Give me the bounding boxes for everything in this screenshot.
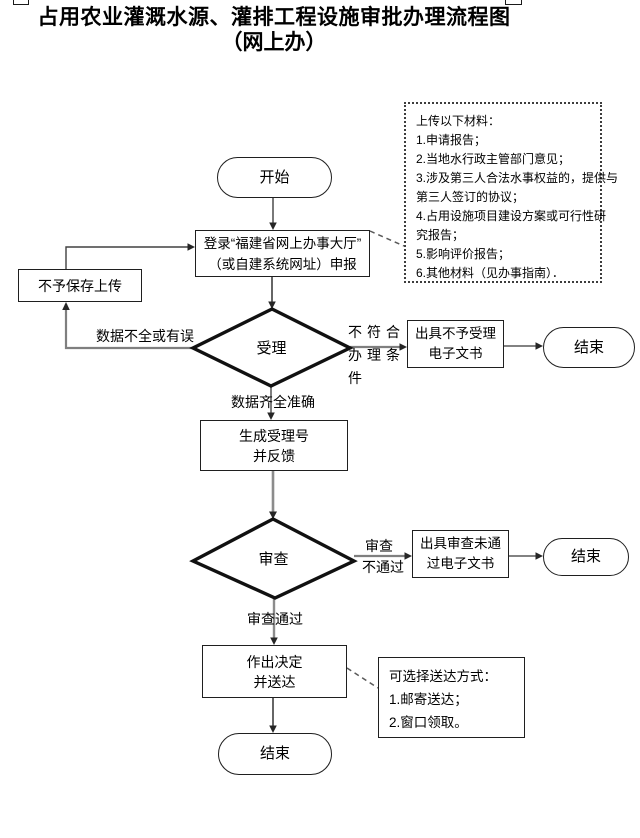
- upload-note-line: 上传以下材料：: [416, 114, 501, 128]
- review-reject-line2: 过电子文书: [426, 556, 495, 571]
- delivery-note-line: 1.邮寄送达；: [389, 692, 468, 707]
- edge-label-data-complete: 数据齐全准确: [231, 394, 315, 410]
- edge-login-uploadnote-dashed: [369, 230, 405, 247]
- review-diamond: [189, 517, 358, 600]
- decision-line2: 并送达: [253, 673, 296, 690]
- upload-note-line: 2.当地水行政主管部门意见；: [416, 152, 571, 166]
- login-declare-node: 登录“福建省网上办事大厅” （或自建系统网址）申报: [195, 230, 370, 277]
- arrowhead: [62, 302, 70, 310]
- upload-materials-note: 上传以下材料： 1.申请报告； 2.当地水行政主管部门意见； 3.涉及第三人合法…: [404, 102, 619, 283]
- end-node-3: 结束: [218, 733, 332, 775]
- upload-note-line: 5.影响评价报告；: [416, 247, 511, 261]
- review-reject-document-node: 出具审查未通 过电子文书: [412, 530, 509, 578]
- edge-decision-deliverynote-dashed: [346, 667, 379, 689]
- no-save-upload-node: 不予保存上传: [18, 269, 142, 302]
- arrowhead: [399, 343, 407, 351]
- not-qualified-line1: 不符合: [348, 324, 405, 340]
- accept-diamond: [189, 307, 354, 388]
- edge-label-review-fail-line1: 审查: [365, 538, 393, 554]
- arrowhead: [267, 412, 275, 420]
- start-node: 开始: [217, 157, 332, 198]
- page-title-line2: （网上办）: [221, 31, 327, 54]
- end-node-1: 结束: [543, 327, 635, 368]
- no-save-label: 不予保存上传: [38, 277, 122, 294]
- arrowhead: [269, 511, 277, 519]
- upload-note-line: 4.占用设施项目建设方案或可行性研: [416, 209, 607, 223]
- reject-document-node: 出具不予受理 电子文书: [407, 320, 504, 368]
- upload-note-line: 第三人签订的协议；: [416, 190, 525, 204]
- arrowhead: [270, 637, 278, 645]
- edge-nosave-login: [65, 246, 189, 269]
- delivery-options-note: 可选择送达方式： 1.邮寄送达； 2.窗口领取。: [378, 657, 525, 738]
- not-qualified-line3: 件: [348, 370, 367, 386]
- reject-doc-line1: 出具不予受理: [415, 326, 496, 341]
- upload-note-line: 究报告；: [416, 228, 465, 242]
- login-line1: 登录“福建省网上办事大厅”: [203, 235, 362, 251]
- page-title-line1: 占用农业灌溉水源、灌排工程设施审批办理流程图: [37, 6, 511, 29]
- arrowhead: [535, 552, 543, 560]
- arrowhead: [535, 342, 543, 350]
- decision-deliver-node: 作出决定 并送达: [202, 645, 347, 698]
- edge-label-data-incomplete: 数据不全或有误: [96, 328, 194, 344]
- upload-note-line: 3.涉及第三人合法水事权益的，提供与: [416, 171, 619, 185]
- upload-note-line: 6.其他材料（见办事指南）．: [416, 266, 565, 280]
- edge-accept-nosave: [64, 304, 193, 350]
- end2-label: 结束: [570, 548, 601, 565]
- gen-number-line2: 并反馈: [253, 447, 295, 464]
- page-title: 占用农业灌溉水源、灌排工程设施审批办理流程图 （网上办）: [0, 5, 548, 55]
- generate-number-node: 生成受理号 并反馈: [200, 420, 348, 471]
- start-label: 开始: [259, 168, 290, 186]
- login-line2: （或自建系统网址）申报: [208, 256, 357, 272]
- arrowhead: [187, 243, 195, 251]
- not-qualified-line2: 办理条: [348, 347, 405, 363]
- delivery-note-line: 2.窗口领取。: [389, 715, 468, 730]
- top-left-corner-mark: [13, 0, 29, 5]
- arrowhead: [268, 301, 276, 309]
- arrowhead: [269, 222, 277, 230]
- review-reject-line1: 出具审查未通: [420, 536, 501, 551]
- edge-label-review-fail-line2: 不通过: [362, 559, 404, 575]
- edge-label-review-pass: 审查通过: [247, 611, 303, 627]
- edge-label-not-qualified: 不符合 办理条 件: [348, 321, 405, 390]
- upload-note-line: 1.申请报告；: [416, 133, 487, 147]
- end1-label: 结束: [573, 338, 604, 356]
- reject-doc-line2: 电子文书: [428, 346, 483, 361]
- end-node-2: 结束: [543, 538, 629, 576]
- delivery-note-line: 可选择送达方式：: [389, 669, 497, 684]
- gen-number-line1: 生成受理号: [239, 427, 309, 444]
- end3-label: 结束: [259, 745, 290, 762]
- arrowhead: [404, 552, 412, 560]
- top-right-corner-mark: [505, 0, 522, 5]
- decision-line1: 作出决定: [246, 653, 303, 670]
- arrowhead: [269, 725, 277, 733]
